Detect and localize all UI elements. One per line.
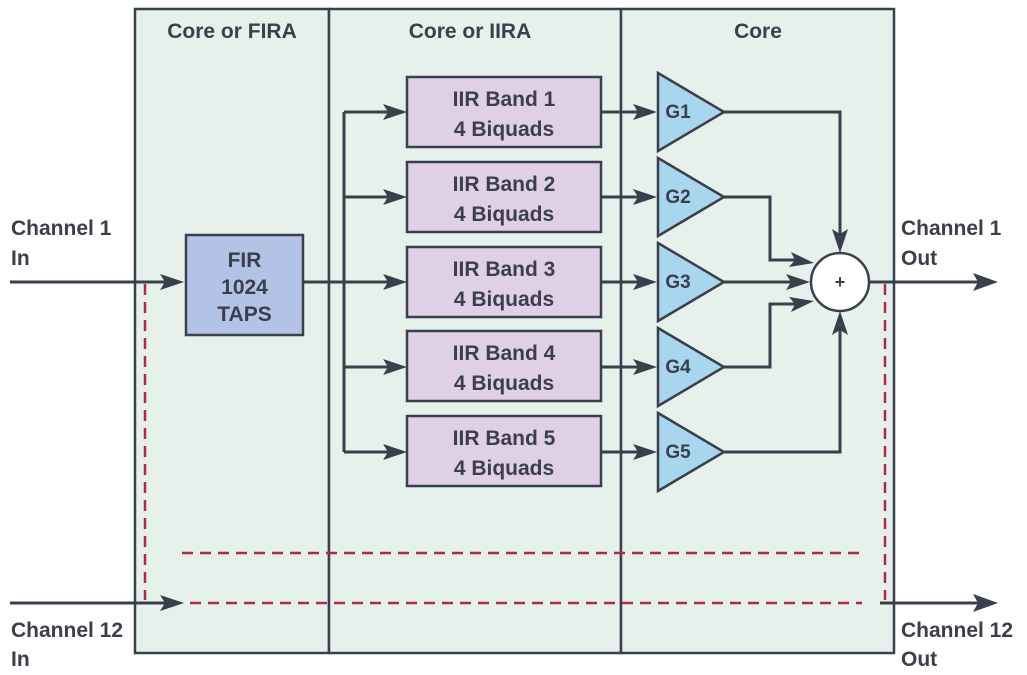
channel12-output-arrow <box>973 594 998 612</box>
channel12-in-label-line2: In <box>11 648 30 671</box>
iir-to-gain-wires <box>601 104 657 460</box>
summing-junction-symbol: + <box>835 272 846 292</box>
channel12-in-label-line1: Channel 12 <box>11 619 123 642</box>
gain-g2: G2 <box>656 155 727 239</box>
gain-g2-label: G2 <box>665 187 690 208</box>
iir-input-wires <box>344 104 407 460</box>
dashed-channel-path <box>143 284 887 605</box>
channel1-in-label-line1: Channel 1 <box>11 217 112 240</box>
gain-g4: G4 <box>656 325 727 409</box>
channel12-input-arrow <box>160 595 184 611</box>
iir-band-4-block: IIR Band 4 4 Biquads <box>405 329 603 403</box>
summing-junction: + <box>809 251 871 313</box>
iir-band-5-label: IIR Band 5 <box>453 427 556 450</box>
fir-label-line3: TAPS <box>217 303 271 326</box>
iir-band-1-sublabel: 4 Biquads <box>454 118 554 141</box>
iir-band-5-sublabel: 4 Biquads <box>454 457 554 480</box>
gain-g5: G5 <box>656 410 727 494</box>
channel1-output-arrow <box>973 273 998 291</box>
gain-g1-label: G1 <box>665 102 691 123</box>
iir-band-1-label: IIR Band 1 <box>453 88 556 111</box>
iira-panel-title: Core or IIRA <box>409 20 532 43</box>
gain-to-summer-wires <box>724 110 848 454</box>
iir-band-4-label: IIR Band 4 <box>453 342 556 365</box>
iir-band-2-block: IIR Band 2 4 Biquads <box>405 160 603 234</box>
fira-panel-title: Core or FIRA <box>167 20 297 43</box>
gain-g5-label: G5 <box>665 442 691 463</box>
channel1-out-label-line1: Channel 1 <box>901 217 1002 240</box>
gain-g1: G1 <box>656 70 727 154</box>
core-panel-title: Core <box>734 20 782 43</box>
iir-band-3-label: IIR Band 3 <box>453 258 556 281</box>
gain-g4-label: G4 <box>665 357 691 378</box>
gain-g3: G3 <box>656 240 727 324</box>
iir-band-2-label: IIR Band 2 <box>453 173 556 196</box>
channel12-out-label-line2: Out <box>901 648 937 671</box>
iir-band-4-sublabel: 4 Biquads <box>454 372 554 395</box>
channel12-out-label-line1: Channel 12 <box>901 619 1013 642</box>
gain-g3-label: G3 <box>665 272 690 293</box>
fir-block <box>184 233 305 337</box>
iir-band-3-block: IIR Band 3 4 Biquads <box>405 245 603 319</box>
iir-band-5-block: IIR Band 5 4 Biquads <box>405 414 603 488</box>
iir-band-3-sublabel: 4 Biquads <box>454 288 554 311</box>
iir-band-1-block: IIR Band 1 4 Biquads <box>405 75 603 149</box>
channel1-input-arrow <box>160 274 184 290</box>
fir-label-line1: FIR <box>228 249 262 272</box>
iir-band-2-sublabel: 4 Biquads <box>454 203 554 226</box>
channel1-out-label-line2: Out <box>901 247 937 270</box>
fir-label-line2: 1024 <box>221 276 268 299</box>
channel1-in-label-line2: In <box>11 247 30 270</box>
